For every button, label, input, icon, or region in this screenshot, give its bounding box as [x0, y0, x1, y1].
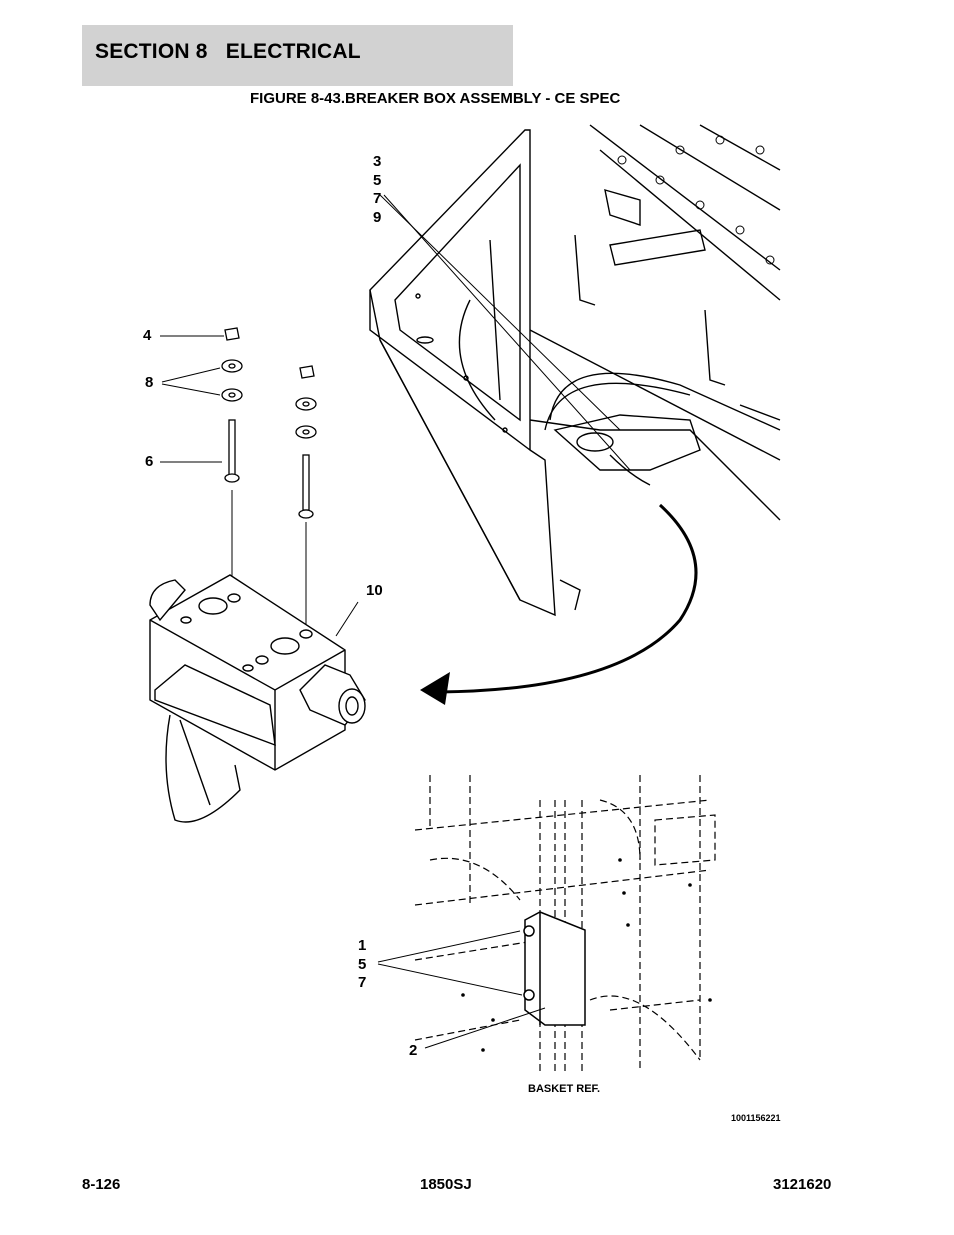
drawing-number: 1001156221	[731, 1113, 781, 1123]
callout-7: 7	[373, 190, 382, 207]
callout-2: 2	[409, 1042, 418, 1059]
callout-5-lower: 5	[358, 955, 367, 973]
callout-7-lower: 7	[358, 974, 367, 991]
callout-4: 4	[143, 327, 152, 344]
callout-stack-3579: 3 5 7 9	[373, 153, 381, 227]
callout-9: 9	[373, 208, 382, 226]
callout-6: 6	[145, 453, 154, 470]
basket-reference-label: BASKET REF.	[528, 1083, 601, 1095]
callout-10: 10	[366, 582, 383, 599]
callout-stack-157: 1 5 7	[358, 937, 366, 993]
callout-3: 3	[373, 153, 382, 170]
model-name: 1850SJ	[420, 1176, 472, 1193]
callout-8: 8	[145, 374, 154, 391]
callout-1: 1	[358, 937, 367, 954]
section-header-band	[82, 25, 513, 86]
manual-number: 3121620	[773, 1176, 832, 1193]
page-number: 8-126	[82, 1176, 121, 1193]
figure-title: FIGURE 8-43.BREAKER BOX ASSEMBLY - CE SP…	[250, 90, 621, 107]
section-title: SECTION 8 ELECTRICAL	[95, 40, 361, 63]
callout-5: 5	[373, 171, 382, 189]
